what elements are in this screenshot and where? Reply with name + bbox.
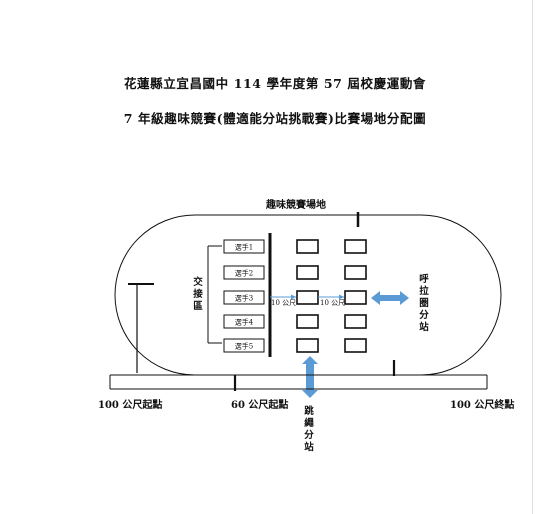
document-title: 花蓮縣立宜昌國中 114 學年度第 57 屆校慶運動會 (123, 76, 427, 91)
rope-station-arrow (302, 356, 318, 398)
distance-arrow-2-head (339, 294, 344, 300)
station-box-c2-3 (344, 290, 367, 305)
runner-box-3 (223, 290, 265, 305)
station-column-1 (296, 239, 319, 353)
finish-100-label: 100 公尺終點 (450, 398, 514, 411)
runner-box-2 (223, 265, 265, 280)
rope-station-label: 跳繩分站 (304, 405, 314, 453)
runner-box-1 (223, 239, 265, 254)
station-box-c2-5 (344, 338, 367, 353)
station-box-c1-3 (296, 290, 319, 305)
station-box-c2-2 (344, 265, 367, 280)
runner-boxes: 選手1 選手2 選手3 選手4 選手5 (223, 239, 265, 353)
runner-label-5: 選手5 (235, 342, 253, 351)
distance-arrow-1-head (291, 294, 296, 300)
runner-label-4: 選手4 (235, 318, 254, 327)
start-60-label: 60 公尺起點 (231, 398, 288, 411)
station-box-c1-5 (296, 338, 319, 353)
station-box-c2-1 (344, 239, 367, 254)
runner-label-1: 選手1 (235, 243, 253, 252)
station-column-2 (344, 239, 367, 353)
runner-label-3: 選手3 (235, 294, 253, 303)
runner-box-5 (223, 338, 265, 353)
page-edge (532, 0, 533, 514)
start-100-label: 100 公尺起點 (98, 398, 162, 411)
document-subtitle: 7 年級趣味競賽(體適能分站挑戰賽)比賽場地分配圖 (123, 111, 427, 126)
hula-station-arrow (371, 291, 409, 305)
station-box-c1-4 (296, 314, 319, 329)
runner-box-4 (223, 314, 265, 329)
hula-station-label: 呼拉圈分站 (419, 273, 429, 333)
runner-label-2: 選手2 (235, 269, 253, 278)
distance-label-2: 10 公尺 (320, 299, 345, 307)
field-label: 趣味競賽場地 (265, 198, 326, 211)
handover-zone-label: 交接區 (193, 276, 203, 312)
distance-label-1: 10 公尺 (271, 299, 296, 307)
station-box-c1-2 (296, 265, 319, 280)
station-box-c1-1 (296, 239, 319, 254)
station-box-c2-4 (344, 314, 367, 329)
